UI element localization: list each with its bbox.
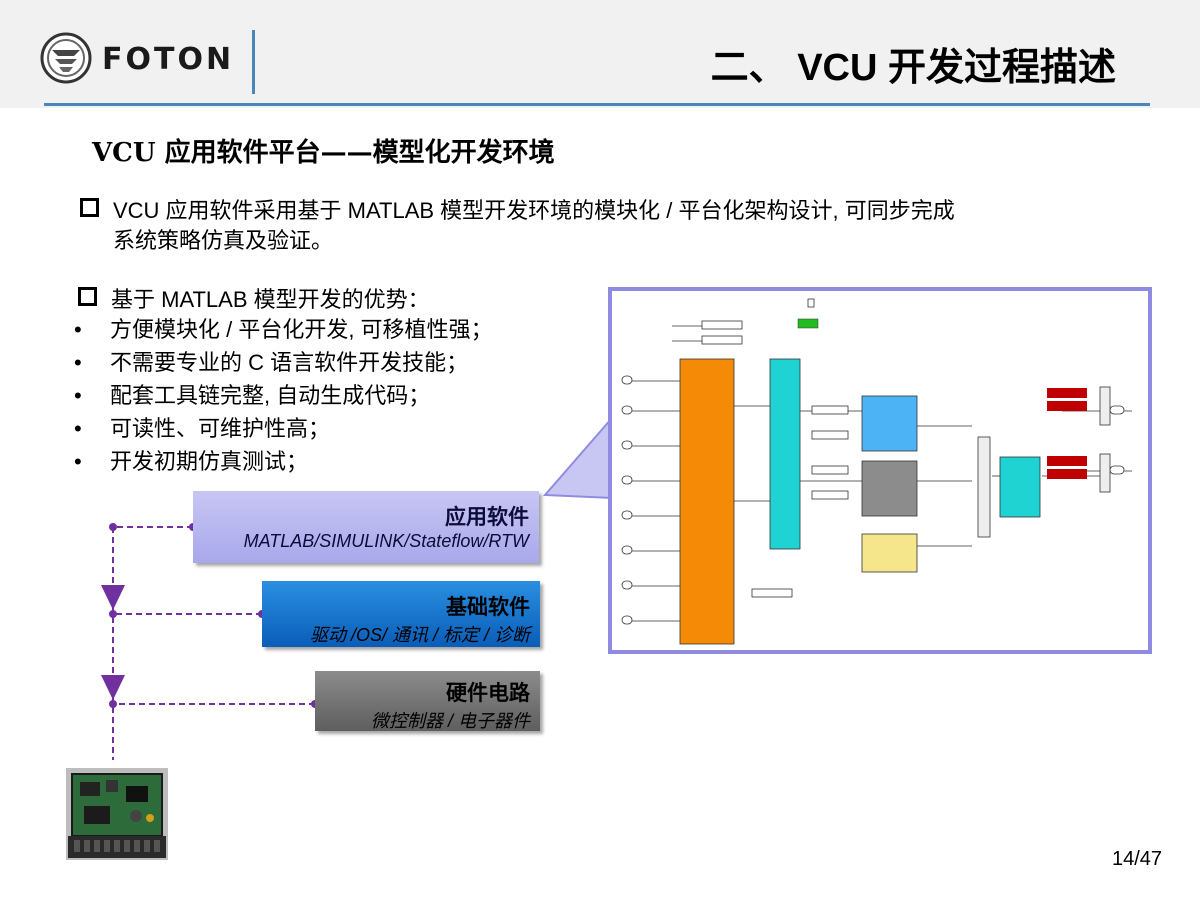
brand-wordmark: FOTON xyxy=(102,42,235,77)
node-dot xyxy=(109,700,117,708)
list-item: 开发初期仿真测试； xyxy=(72,445,493,478)
list-item: 配套工具链完整, 自动生成代码； xyxy=(72,379,493,412)
page-title: 二、 VCU 开发过程描述 xyxy=(710,47,1116,89)
square-bullet-icon xyxy=(78,287,97,306)
ecu-board-photo xyxy=(66,768,168,860)
header-separator xyxy=(252,30,255,94)
simulink-diagram-image xyxy=(621,298,1132,645)
advantages-list: 方便模块化 / 平台化开发, 可移植性强； 不需要专业的 C 语言软件开发技能；… xyxy=(72,313,493,478)
node-dot xyxy=(109,523,117,531)
intro-line-2: 系统策略仿真及验证。 xyxy=(113,228,334,253)
page-number: 14/47 xyxy=(1112,848,1163,870)
arrow-down-icon xyxy=(101,675,125,700)
application-software-layer: 应用软件 MATLAB/SIMULINK/Stateflow/RTW xyxy=(193,491,539,563)
base-software-layer: 基础软件 驱动 /OS/ 通讯 / 标定 / 诊断 xyxy=(262,581,540,647)
node-dot xyxy=(109,610,117,618)
layer-title: 应用软件 xyxy=(445,506,529,529)
list-item: 不需要专业的 C 语言软件开发技能； xyxy=(72,346,493,379)
layer-detail: 微控制器 / 电子器件 xyxy=(370,711,530,731)
slide-subtitle: VCU 应用软件平台——模型化开发环境 xyxy=(92,138,555,168)
brand-logo: FOTON xyxy=(40,32,240,88)
square-bullet-icon xyxy=(80,198,99,217)
layer-title: 基础软件 xyxy=(446,596,530,619)
layer-title: 硬件电路 xyxy=(446,682,530,705)
header-rule xyxy=(44,103,1150,106)
foton-badge-icon xyxy=(40,32,92,84)
callout-wedge xyxy=(542,415,613,500)
intro-line-1: VCU 应用软件采用基于 MATLAB 模型开发环境的模块化 / 平台化架构设计… xyxy=(113,198,955,223)
advantages-heading: 基于 MATLAB 模型开发的优势： xyxy=(78,282,430,314)
arrow-down-icon xyxy=(101,585,125,610)
hardware-layer: 硬件电路 微控制器 / 电子器件 xyxy=(315,671,540,731)
advantages-heading-text: 基于 MATLAB 模型开发的优势： xyxy=(111,287,430,312)
layer-detail: 驱动 /OS/ 通讯 / 标定 / 诊断 xyxy=(309,625,530,645)
simulink-model-screenshot xyxy=(608,287,1152,654)
layer-detail: MATLAB/SIMULINK/Stateflow/RTW xyxy=(243,531,529,551)
header-band xyxy=(0,0,1200,108)
connector-app xyxy=(112,526,193,760)
list-item: 方便模块化 / 平台化开发, 可移植性强； xyxy=(72,313,493,346)
list-item: 可读性、可维护性高； xyxy=(72,412,493,445)
intro-paragraph: VCU 应用软件采用基于 MATLAB 模型开发环境的模块化 / 平台化架构设计… xyxy=(80,196,1160,256)
